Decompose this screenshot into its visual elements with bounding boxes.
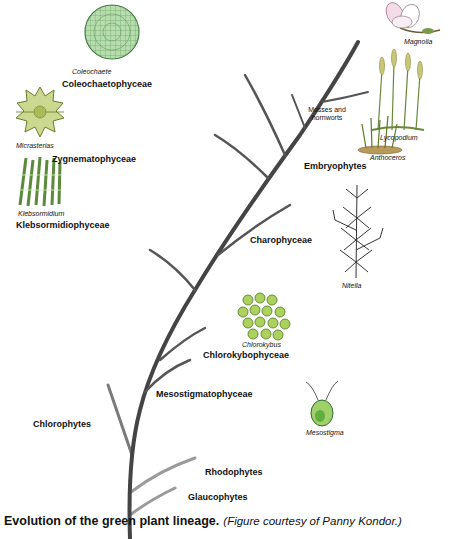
- mesostigma-branch: [145, 360, 190, 392]
- charophyte-branch: [218, 205, 290, 255]
- genus-name: Micrasterias: [16, 142, 54, 150]
- micrasterias-drawing: [16, 87, 64, 137]
- mesostigma-drawing: [306, 381, 338, 426]
- chlorophyte-branch: [108, 385, 132, 455]
- zygnema-branch: [215, 135, 268, 178]
- clade-name: Zygnematophyceae: [52, 155, 136, 165]
- klebsormidium-branch: [150, 250, 195, 290]
- glaucophyte-branch: [130, 488, 175, 515]
- clade-name: Chlorokybophyceae: [203, 351, 289, 361]
- genus-name: Coleochaete: [72, 68, 111, 76]
- clade-name: Klebsormidiophyceae: [16, 221, 110, 231]
- genus-name: Klebsormidium: [18, 210, 64, 218]
- caption-row: Evolution of the green plant lineage. (Fi…: [4, 514, 402, 528]
- genus-name: Mesostigma: [306, 429, 344, 437]
- clade-name: Chlorophytes: [33, 420, 91, 430]
- coleochaete-drawing: [85, 5, 139, 59]
- lycopodium-drawing: [372, 49, 424, 130]
- clade-name: Glaucophytes: [188, 493, 248, 503]
- magnolia-drawing: [383, 0, 440, 34]
- lycopod-branch: [322, 92, 368, 102]
- clade-name: Coleochaetophyceae: [62, 80, 152, 90]
- main-trunk: [129, 42, 358, 539]
- moss-branch: [292, 95, 305, 128]
- clade-name: Rhodophytes: [205, 468, 263, 478]
- clade-name: Charophyceae: [250, 236, 312, 246]
- group-name: Mosses and hornworts: [306, 106, 348, 121]
- genus-name: Magnolia: [404, 38, 432, 46]
- klebsormidium-drawing: [20, 157, 60, 206]
- klebsormidium-cells: [18, 175, 62, 190]
- chlorokybus-drawing: [238, 293, 290, 340]
- coleochaete-branch: [245, 75, 285, 155]
- chlorokybus-branch: [160, 328, 205, 360]
- genus-name: Lycopodium: [380, 134, 418, 142]
- rhodophyte-branch: [131, 458, 195, 492]
- clade-name: Embryophytes: [304, 162, 367, 172]
- figure-credit: (Figure courtesy of Panny Kondor.): [223, 515, 402, 527]
- genus-name: Chlorokybus: [242, 341, 281, 349]
- clade-name: Mesostigmatophyceae: [156, 390, 253, 400]
- genus-name: Anthoceros: [370, 154, 405, 162]
- nitella-drawing: [333, 185, 383, 278]
- genus-name: Nitella: [342, 282, 361, 290]
- figure-caption: Evolution of the green plant lineage.: [4, 514, 219, 528]
